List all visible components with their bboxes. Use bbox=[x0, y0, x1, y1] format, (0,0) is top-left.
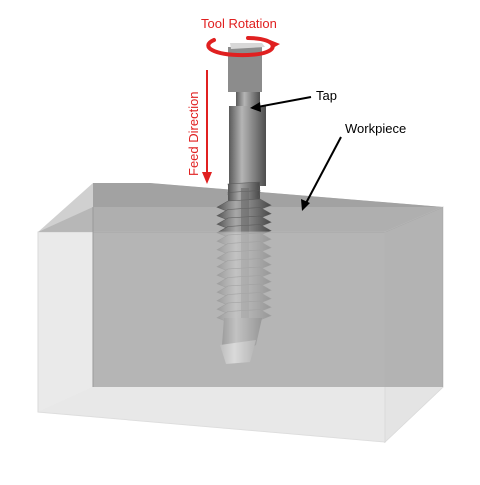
tap-label: Tap bbox=[316, 88, 337, 103]
tap-square-drive-top bbox=[230, 43, 265, 49]
tap-square-drive bbox=[228, 47, 262, 92]
workpiece-leader bbox=[301, 136, 342, 211]
workpiece-leader-line bbox=[304, 136, 342, 206]
rotation-arrow bbox=[206, 36, 280, 58]
workpiece-leader-arrowhead-icon bbox=[301, 199, 310, 211]
feed-arrow bbox=[202, 70, 212, 184]
workpiece-front bbox=[37, 206, 444, 444]
rotation-arrowhead-icon bbox=[270, 40, 280, 49]
tap-leader-arrowhead-icon bbox=[250, 102, 261, 112]
feed-direction-label: Feed Direction bbox=[186, 91, 201, 176]
workpiece-bottom-face bbox=[38, 387, 443, 442]
feed-arrowhead-icon bbox=[202, 172, 212, 184]
tap-collar bbox=[236, 92, 260, 106]
tap-leader-line bbox=[251, 96, 312, 109]
tool-rotation-label: Tool Rotation bbox=[201, 16, 277, 31]
tap-leader bbox=[250, 96, 312, 112]
workpiece-label: Workpiece bbox=[345, 121, 406, 136]
tap-shank bbox=[229, 106, 266, 186]
curved-rotation-arrow-icon bbox=[206, 36, 275, 58]
